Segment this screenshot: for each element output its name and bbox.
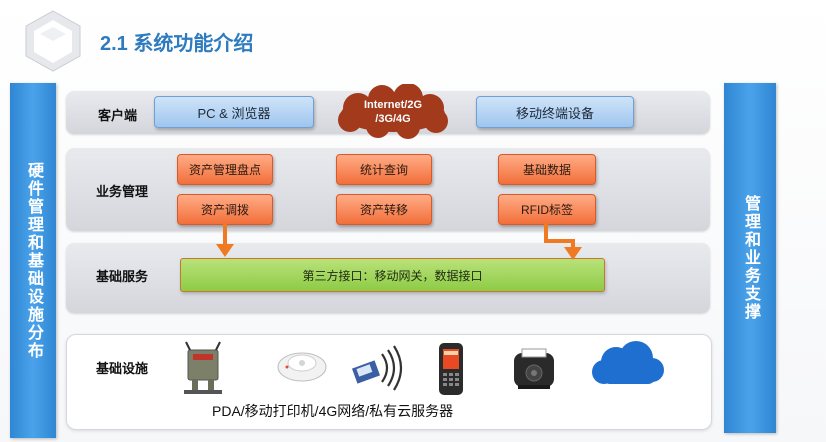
basic-data-box: 基础数据 [498,154,596,185]
rfid-reader-icon [351,345,403,391]
smoke-detector-icon [277,352,327,382]
page-title: 2.1 系统功能介绍 [100,33,254,55]
left-column-label: 硬件管理和基础设施分布 [10,83,56,438]
statistics-query-box: 统计查询 [336,154,432,185]
asset-transfer-box: 资产调拨 [177,194,273,225]
pc-browser-box: PC & 浏览器 [154,96,314,128]
mobile-printer-icon [514,348,554,389]
client-row-label: 客户端 [98,108,138,123]
mobile-terminal-box: 移动终端设备 [476,96,634,128]
infra-caption: PDA/移动打印机/4G网络/私有云服务器 [212,403,454,419]
logo-hexagon [20,8,86,74]
sensor-device-icon [184,341,222,394]
cloud-line-1: Internet/2G [363,99,423,111]
private-cloud-icon [592,341,664,384]
rfid-tag-box: RFID标签 [498,194,596,225]
right-column-label: 管理和业务支撑 [724,83,776,433]
asset-move-box: 资产转移 [336,194,432,225]
cloud-icon [338,84,448,139]
network-cloud: Internet/2G /3G/4G [320,84,466,140]
asset-inventory-box: 资产管理盘点 [177,154,273,185]
third-party-interface-box: 第三方接口：移动网关，数据接口 [180,258,605,292]
business-row-label: 业务管理 [96,184,149,199]
pda-icon [439,343,463,395]
service-row-label: 基础服务 [96,269,149,284]
cloud-line-2: /3G/4G [375,113,411,125]
infra-row-label: 基础设施 [96,361,149,376]
